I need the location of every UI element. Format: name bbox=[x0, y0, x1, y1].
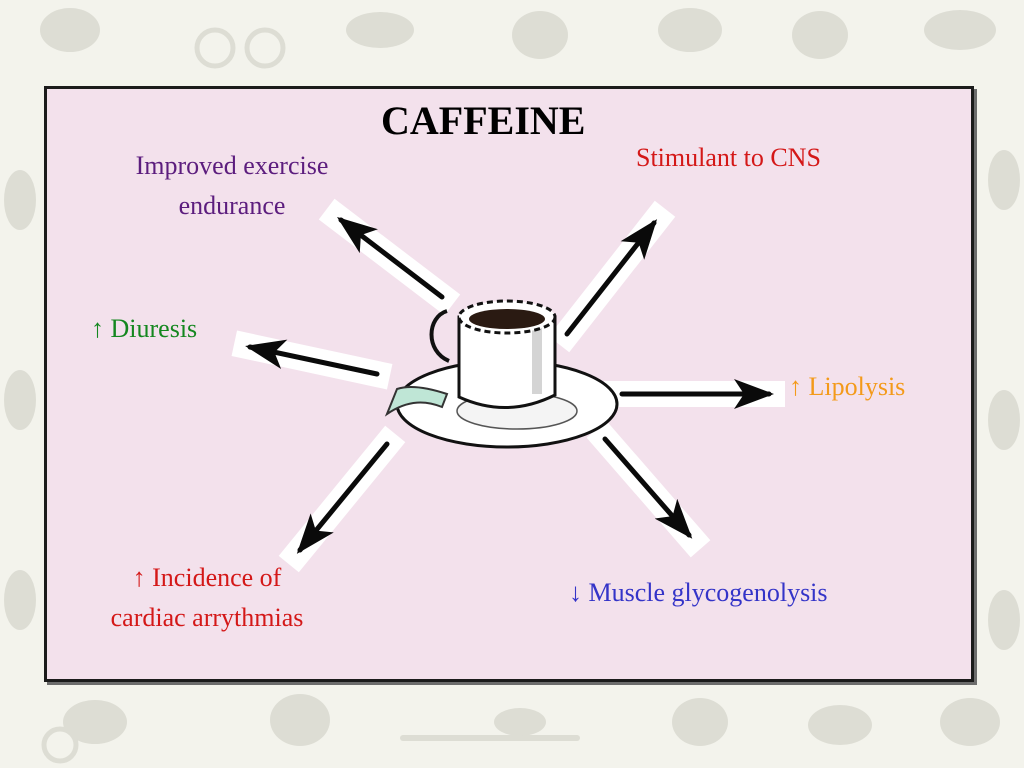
label-exercise-line2: endurance bbox=[178, 191, 286, 220]
label-arrhythmia-line1: ↑ Incidence of bbox=[132, 563, 282, 592]
arrow-diuresis bbox=[245, 339, 380, 377]
arrow-cns bbox=[564, 219, 658, 337]
label-diuresis: ↑ Diuresis bbox=[91, 314, 198, 343]
label-exercise-endurance: Improved exercise endurance bbox=[102, 146, 362, 226]
arrow-glycogenolysis bbox=[602, 436, 693, 539]
coffee-cup-icon bbox=[384, 299, 619, 449]
diagram-title: CAFFEINE bbox=[381, 98, 586, 143]
spoon-icon bbox=[384, 385, 449, 417]
arrow-arrhythmia bbox=[296, 441, 390, 554]
label-cns-stimulant: Stimulant to CNS bbox=[636, 143, 821, 172]
label-lipolysis: ↑ Lipolysis bbox=[789, 372, 906, 401]
slide-panel: CAFFEINE Improved exercise endurance Sti… bbox=[44, 86, 974, 682]
label-cardiac-arrhythmia: ↑ Incidence of cardiac arrythmias bbox=[67, 558, 347, 638]
label-arrhythmia-line2: cardiac arrythmias bbox=[110, 603, 304, 632]
arrow-exercise-endurance bbox=[337, 216, 445, 300]
label-muscle-glycogenolysis: ↓ Muscle glycogenolysis bbox=[569, 578, 828, 607]
diagram-canvas bbox=[231, 198, 785, 573]
label-exercise-line1: Improved exercise bbox=[135, 151, 329, 180]
